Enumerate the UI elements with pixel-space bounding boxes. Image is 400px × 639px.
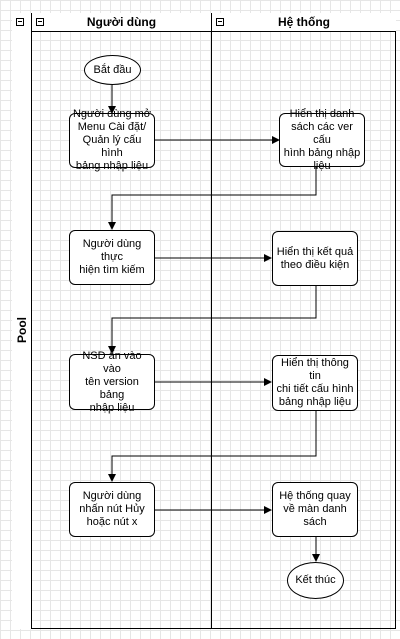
- node-click-cancel[interactable]: Người dùng nhấn nút Hủy hoặc nút x: [69, 482, 155, 537]
- pool-collapse-icon[interactable]: [16, 18, 24, 26]
- edge-show-results-to-click-version: [108, 286, 317, 354]
- node-start[interactable]: Bắt đầu: [84, 55, 141, 85]
- lane-header-user: Người dùng: [32, 13, 211, 32]
- lane-title-user: Người dùng: [86, 15, 157, 29]
- edge-show-detail-to-click-cancel: [108, 411, 317, 482]
- node-click-version[interactable]: NSD ấn vào vào tên version bảng nhập liệ…: [69, 350, 155, 414]
- edge-show-list-to-search: [108, 167, 317, 230]
- lane-title-system: Hệ thống: [278, 15, 330, 29]
- lane-header-system: Hệ thống: [212, 13, 396, 32]
- node-show-results[interactable]: Hiển thị kết quả theo điều kiện: [272, 231, 358, 286]
- node-show-detail[interactable]: Hiển thị thông tin chi tiết cấu hình bản…: [272, 355, 358, 411]
- node-show-list[interactable]: Hiển thị danh sách các ver cấu hình bảng…: [279, 108, 365, 172]
- node-return-list[interactable]: Hệ thống quay về màn danh sách: [272, 482, 358, 537]
- pool-header: [12, 13, 32, 629]
- lane-divider: [211, 13, 212, 629]
- node-search[interactable]: Người dùng thực hiện tìm kiếm: [69, 230, 155, 285]
- node-open-menu[interactable]: Người dùng mở Menu Cài đặt/ Quản lý cấu …: [69, 108, 155, 172]
- node-end[interactable]: Kết thúc: [287, 562, 344, 599]
- lane-user-collapse-icon[interactable]: [36, 18, 44, 26]
- lane-system-collapse-icon[interactable]: [216, 18, 224, 26]
